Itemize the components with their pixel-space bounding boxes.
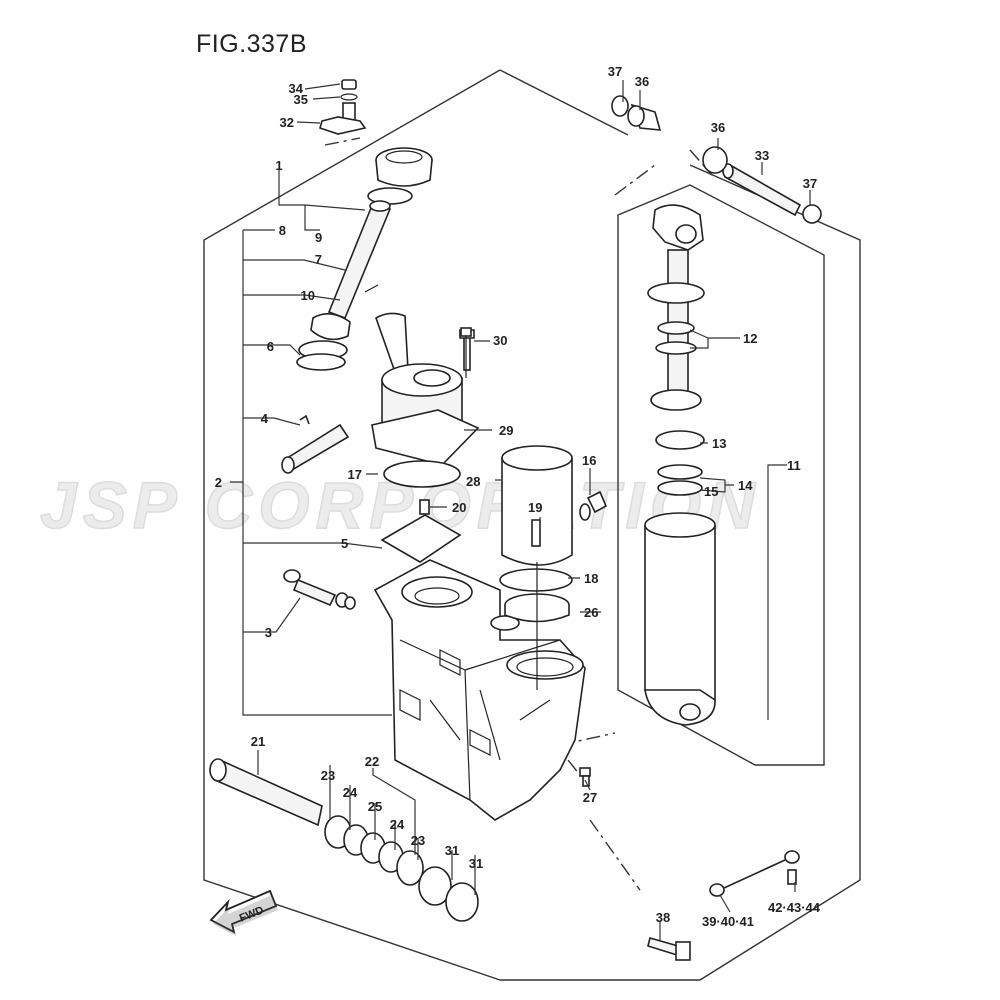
callout-5: 5 [341,536,348,551]
bolt-30 [460,327,472,378]
ground-strap [709,850,800,897]
callout-17: 17 [348,467,362,482]
callout-12: 12 [743,331,757,346]
shaft-21 [214,758,323,827]
callout-31-right: 31 [469,856,483,871]
reservoir-cap [367,147,433,205]
plug-16 [579,490,608,521]
callout-23-left: 23 [321,768,335,783]
o-ring-17 [383,460,461,488]
callout-37-top: 37 [608,64,622,79]
assembly-frame-right [499,69,629,136]
callout-16: 16 [582,453,596,468]
callout-36-right: 36 [711,120,725,135]
assembly-frame-left [203,69,501,981]
callout-37-right: 37 [803,176,817,191]
callout-2: 2 [215,475,222,490]
callout-8: 8 [279,223,286,238]
callout-33: 33 [755,148,769,163]
callout-10: 10 [301,288,315,303]
top-bolt-assembly [296,79,367,135]
tilt-cylinder [644,204,716,726]
callout-32: 32 [280,115,294,130]
filter-plate-5 [380,514,462,563]
callout-13: 13 [712,436,726,451]
callout-20: 20 [452,500,466,515]
callout-23-right: 23 [411,833,425,848]
reservoir-28 [499,445,573,690]
callout-26: 26 [584,605,598,620]
callout-15: 15 [704,484,718,499]
callout-18: 18 [584,571,598,586]
callout-31-left: 31 [445,843,459,858]
bolt-27 [579,767,591,787]
bushing-36 [611,95,728,174]
callout-21: 21 [251,734,265,749]
callout-30: 30 [493,333,507,348]
cylinder-subframe [617,184,825,766]
reservoir-tube [296,200,392,371]
callout-24-left: 24 [343,785,358,800]
leader-lines [230,80,811,940]
callout-28: 28 [466,474,480,489]
callout-42-43-44: 42·43·44 [768,900,821,915]
callout-24-right: 24 [390,817,405,832]
callout-3: 3 [265,625,272,640]
seal-rings [324,815,479,922]
fwd-arrow-icon: FWD [209,889,278,936]
callout-34: 34 [289,81,304,96]
main-housing [373,559,586,821]
callout-4: 4 [261,411,269,426]
callout-38: 38 [656,910,670,925]
callout-6: 6 [267,339,274,354]
callout-29: 29 [499,423,513,438]
pin-33 [722,163,822,224]
callout-19: 19 [528,500,542,515]
callout-1: 1 [275,158,282,173]
callout-7: 7 [315,252,322,267]
bolt-38 [647,937,691,961]
shaft-21-end [209,758,227,782]
callout-27: 27 [583,790,597,805]
callout-25: 25 [368,799,382,814]
callout-35: 35 [294,92,308,107]
callout-14: 14 [738,478,753,493]
trim-motor [371,312,480,466]
valve-4 [281,414,350,474]
callout-36-top: 36 [635,74,649,89]
connector-dash [324,137,713,891]
valve-3 [283,569,356,610]
valve-20 [419,499,430,515]
figure-title: FIG.337B [196,30,307,58]
callout-9: 9 [315,230,322,245]
callout-22: 22 [365,754,379,769]
callout-39-40-41: 39·40·41 [702,914,754,929]
callout-11: 11 [787,458,801,473]
